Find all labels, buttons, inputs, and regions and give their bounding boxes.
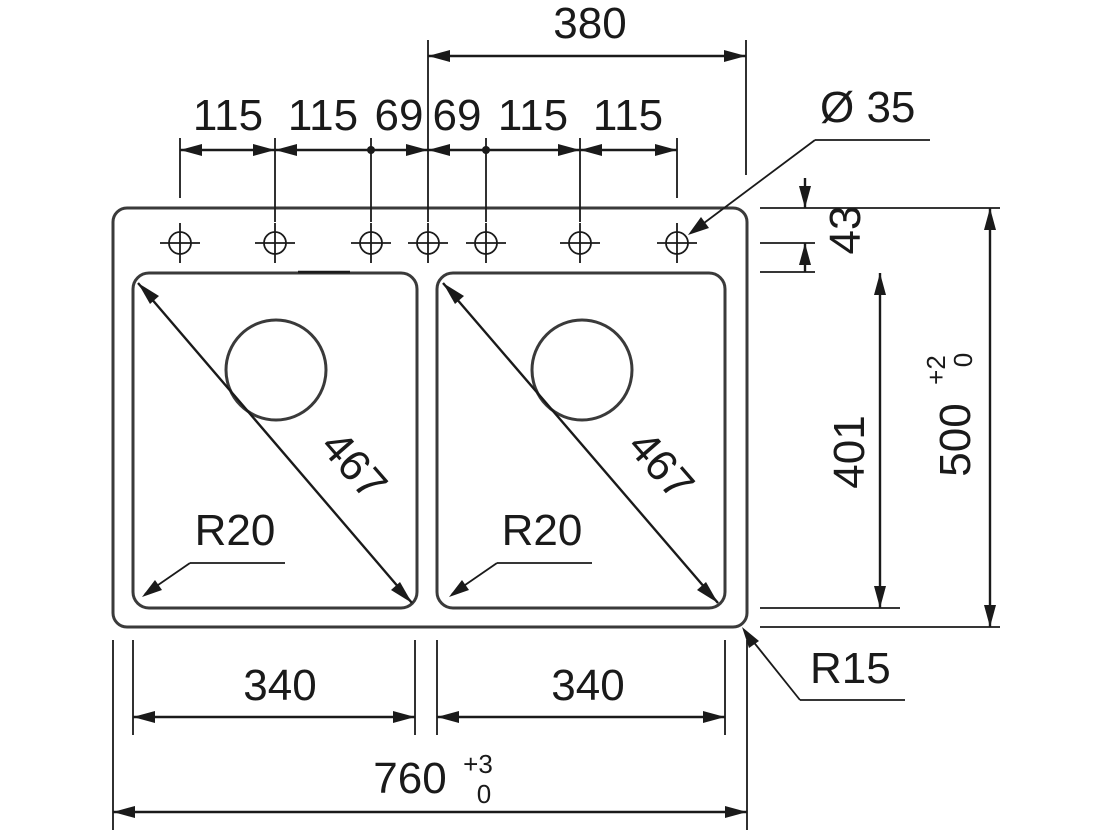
tap-hole bbox=[254, 222, 296, 264]
dim-43-label: 43 bbox=[821, 206, 870, 255]
dim-tap-spacing-4: 69 bbox=[433, 91, 482, 140]
tap-hole bbox=[559, 222, 601, 264]
dim-diagonal-right: 467 bbox=[442, 282, 719, 604]
dim-corner-radius-label: R15 bbox=[810, 644, 891, 693]
drain-right bbox=[530, 318, 634, 422]
bowl-left bbox=[131, 271, 419, 610]
dim-corner-radius: R15 bbox=[742, 627, 905, 701]
tap-hole bbox=[350, 222, 392, 264]
dim-bowl-right-width-label: 340 bbox=[551, 661, 624, 710]
dim-radius-left: R20 bbox=[142, 506, 285, 597]
tap-hole bbox=[159, 222, 201, 264]
tap-hole bbox=[407, 222, 449, 264]
dim-500-tol-upper: +2 bbox=[921, 355, 951, 385]
dim-760-label: 760 bbox=[373, 754, 446, 803]
dim-diameter-label: Ø 35 bbox=[820, 83, 915, 132]
drain-left bbox=[224, 318, 328, 422]
dim-radius-right: R20 bbox=[449, 506, 592, 597]
dim-tap-spacing-3: 69 bbox=[375, 91, 424, 140]
dim-diagonal-right-label: 467 bbox=[618, 422, 703, 510]
dim-43: 43 bbox=[760, 178, 870, 273]
tap-holes bbox=[159, 222, 698, 264]
dim-760-tol-upper: +3 bbox=[463, 749, 493, 779]
dim-radius-left-label: R20 bbox=[195, 506, 276, 555]
sink-outline bbox=[111, 206, 749, 629]
dim-bowl-left-width-label: 340 bbox=[243, 661, 316, 710]
dim-401-label: 401 bbox=[825, 415, 874, 488]
dim-380: 380 bbox=[427, 0, 747, 222]
dim-tap-spacing-1: 115 bbox=[193, 91, 263, 140]
dim-diameter: Ø 35 bbox=[688, 83, 930, 235]
dim-380-label: 380 bbox=[553, 0, 626, 48]
dim-diagonal-left-label: 467 bbox=[311, 422, 396, 510]
tap-hole bbox=[465, 222, 507, 264]
dim-tap-spacing-6: 115 bbox=[593, 91, 663, 140]
dim-diagonal-left: 467 bbox=[137, 282, 413, 604]
dim-500-tol-lower: 0 bbox=[948, 353, 978, 367]
dim-tap-spacing-2: 115 bbox=[288, 91, 358, 140]
dim-tap-chain: 115 115 69 69 115 115 bbox=[179, 91, 678, 222]
tap-hole bbox=[656, 222, 698, 264]
dim-500-label: 500 bbox=[931, 403, 980, 476]
dim-401: 401 bbox=[760, 273, 900, 609]
dim-radius-right-label: R20 bbox=[502, 506, 583, 555]
dim-760: 760 +3 0 bbox=[112, 640, 748, 830]
bowl-right bbox=[435, 271, 727, 610]
dim-500: 500 +2 0 bbox=[760, 207, 1000, 628]
dim-bowl-widths: 340 340 bbox=[132, 640, 726, 735]
dim-760-tol-lower: 0 bbox=[477, 779, 491, 809]
dim-tap-spacing-5: 115 bbox=[498, 91, 568, 140]
